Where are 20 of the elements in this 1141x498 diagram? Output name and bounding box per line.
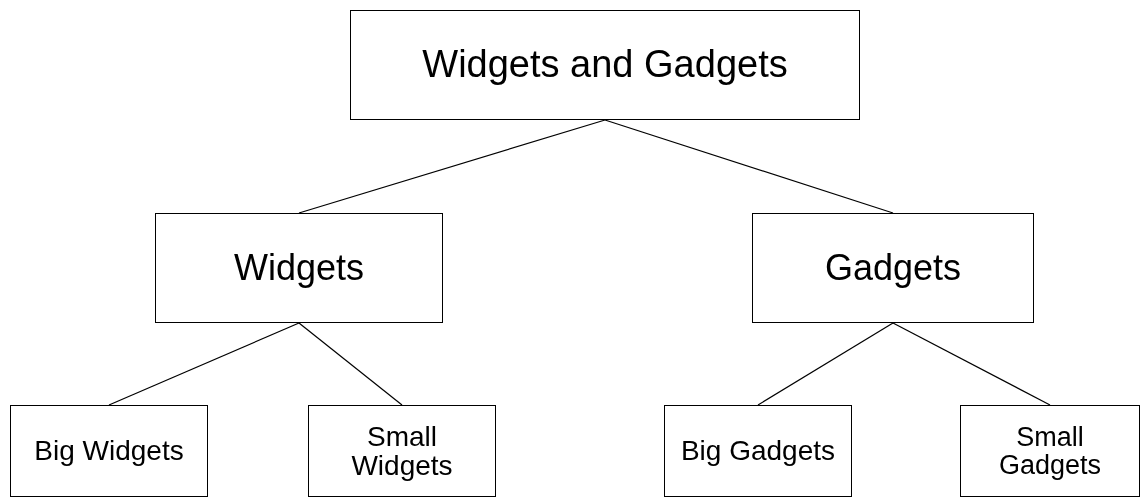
category-label: Big Gadgets — [679, 436, 837, 466]
category-box — [752, 213, 1034, 323]
category-box — [308, 405, 496, 497]
category-box — [350, 10, 860, 120]
category-box — [960, 405, 1140, 497]
connector-line — [757, 322, 894, 406]
connector-line — [298, 322, 403, 406]
category-box — [155, 213, 443, 323]
category-label: Widgets — [232, 249, 365, 287]
connector-line — [892, 322, 1051, 406]
connector-line — [298, 119, 606, 214]
category-box — [664, 405, 852, 497]
connector-line — [108, 322, 300, 406]
connector-line — [604, 119, 894, 214]
category-label: Big Widgets — [33, 436, 185, 466]
category-box — [10, 405, 208, 497]
category-label: Small Widgets — [350, 421, 454, 481]
category-label: Widgets and Gadgets — [421, 45, 789, 85]
category-label: Gadgets — [823, 249, 963, 287]
category-label: Small Gadgets — [997, 422, 1103, 480]
